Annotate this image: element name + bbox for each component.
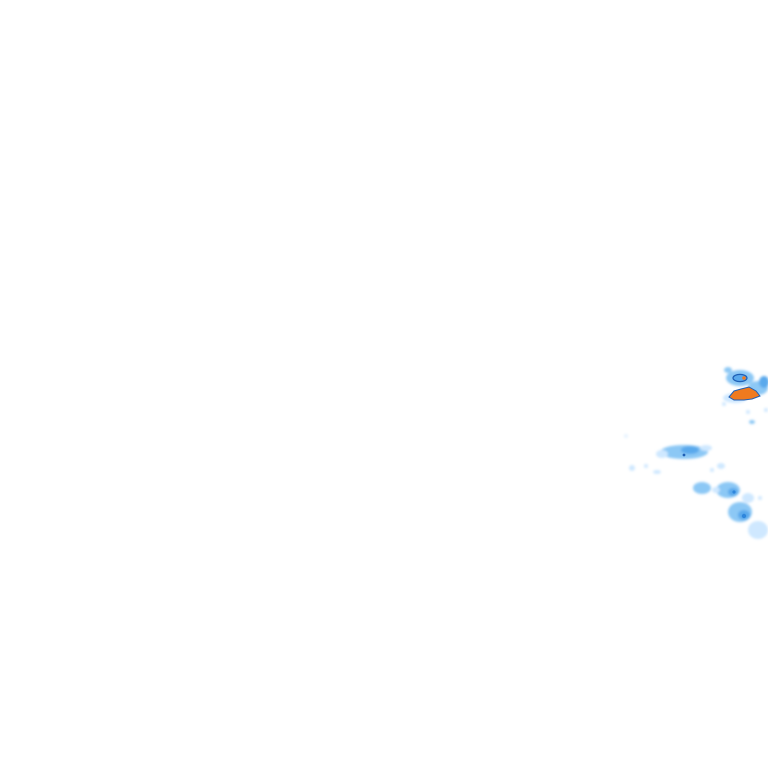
echo-cluster-central-band: [629, 445, 725, 474]
echo-speck: [764, 408, 768, 412]
echo-speck: [644, 464, 648, 468]
echo-light: [723, 367, 768, 424]
echo-speck: [710, 468, 714, 472]
echo-cluster-southeast-band: [693, 482, 768, 539]
echo-light: [717, 463, 725, 469]
echo-light: [653, 470, 661, 474]
echo-moderate: [681, 446, 699, 454]
echo-cluster-scattered-light: [624, 402, 768, 500]
echo-heavy: [741, 513, 747, 519]
echo-light: [748, 521, 768, 539]
echo-speck: [758, 496, 762, 500]
echo-light: [629, 465, 635, 471]
echo-light: [693, 482, 711, 494]
echo-light: [700, 445, 712, 451]
echo-intense-core: [742, 376, 746, 380]
echo-heavy: [732, 490, 736, 494]
echo-cluster-north-cell: [723, 367, 768, 424]
echo-heavy: [682, 453, 686, 457]
echo-light: [742, 493, 754, 503]
echo-light: [712, 487, 720, 493]
echo-intense: [728, 386, 761, 401]
echo-moderate: [732, 373, 748, 383]
echo-speck: [624, 434, 628, 438]
echo-speck: [722, 402, 726, 406]
echo-light: [656, 450, 668, 458]
